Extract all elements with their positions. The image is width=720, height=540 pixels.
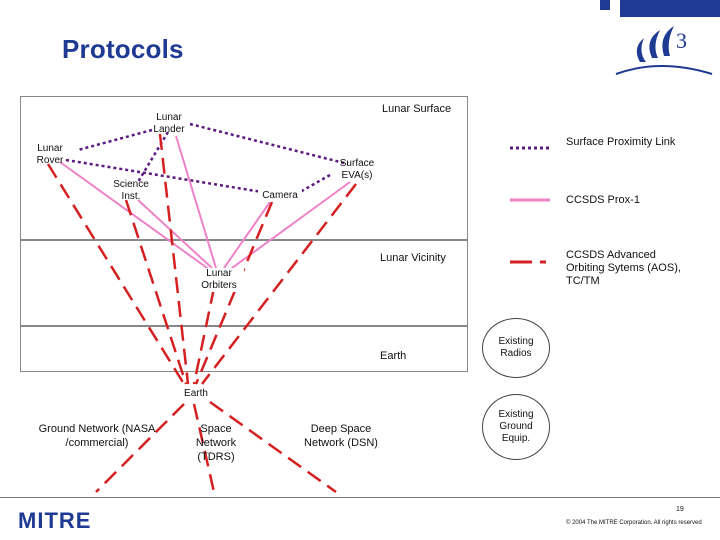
proximity-links — [65, 122, 349, 194]
lunar-orbiters-node: Lunar Orbiters — [194, 268, 244, 292]
aos-orbiters-earth — [192, 287, 216, 385]
aos-science-earth — [124, 199, 188, 385]
legend-proximity-label: Surface Proximity Link — [566, 136, 676, 148]
dsn-label: Deep Space Network (DSN) — [304, 423, 378, 449]
space-network-label: Space Network (TDRS) — [195, 423, 237, 463]
aos-links — [46, 133, 357, 494]
existing-radios-ellipse: Existing Radios — [482, 318, 550, 378]
aos-earth-dsn — [209, 400, 337, 494]
lunar-vicinity-label: Lunar Vicinity — [380, 252, 446, 264]
earth-region — [20, 326, 468, 372]
earth-region-label: Earth — [380, 350, 407, 362]
camera-node: Camera — [258, 190, 302, 202]
aos-eva-earth — [201, 183, 357, 385]
page-title: Protocols — [62, 34, 184, 64]
science-inst-node: Science Inst. — [113, 179, 149, 202]
lunar-rover-node: Lunar Rover — [36, 143, 64, 166]
aos-earth-ground — [95, 403, 185, 493]
earth-node: Earth — [184, 388, 208, 399]
ground-network-label: Ground Network (NASA /commercial) — [38, 423, 156, 449]
lunar-surface-label: Lunar Surface — [382, 103, 452, 115]
corporate-logo-icon — [615, 26, 713, 75]
footer-divider — [0, 497, 720, 498]
prox1-science-orbiters — [137, 199, 213, 269]
existing-ground-equip-ellipse: Existing Ground Equip. — [482, 394, 550, 460]
page-number: 19 — [676, 506, 684, 513]
aos-lander-earth — [158, 133, 190, 385]
aos-rover-earth — [46, 163, 186, 385]
corner-bar — [620, 0, 720, 17]
legend-prox1-label: CCSDS Prox-1 — [566, 194, 640, 206]
legend-aos-label: CCSDS Advanced Orbiting Sytems (AOS), TC… — [566, 249, 681, 287]
copyright-notice: © 2004 The MITRE Corporation. All rights… — [566, 520, 702, 526]
prox1-rover-orbiters — [59, 161, 211, 271]
surface-eva-node: Surface EVA(s) — [339, 158, 375, 181]
prox-lander-rover — [77, 128, 153, 152]
lunar-lander-node: Lunar Lander — [153, 112, 185, 135]
corner-square — [600, 0, 610, 10]
lunar-vicinity-region — [20, 240, 468, 326]
aos-camera-earth — [194, 201, 274, 385]
mitre-logo: MITRE — [18, 508, 92, 533]
logo-label: 3 — [676, 28, 687, 53]
prox1-camera-orbiters — [223, 201, 271, 269]
prox1-lander-orbiters — [175, 135, 217, 269]
aos-earth-tdrs — [192, 403, 216, 493]
